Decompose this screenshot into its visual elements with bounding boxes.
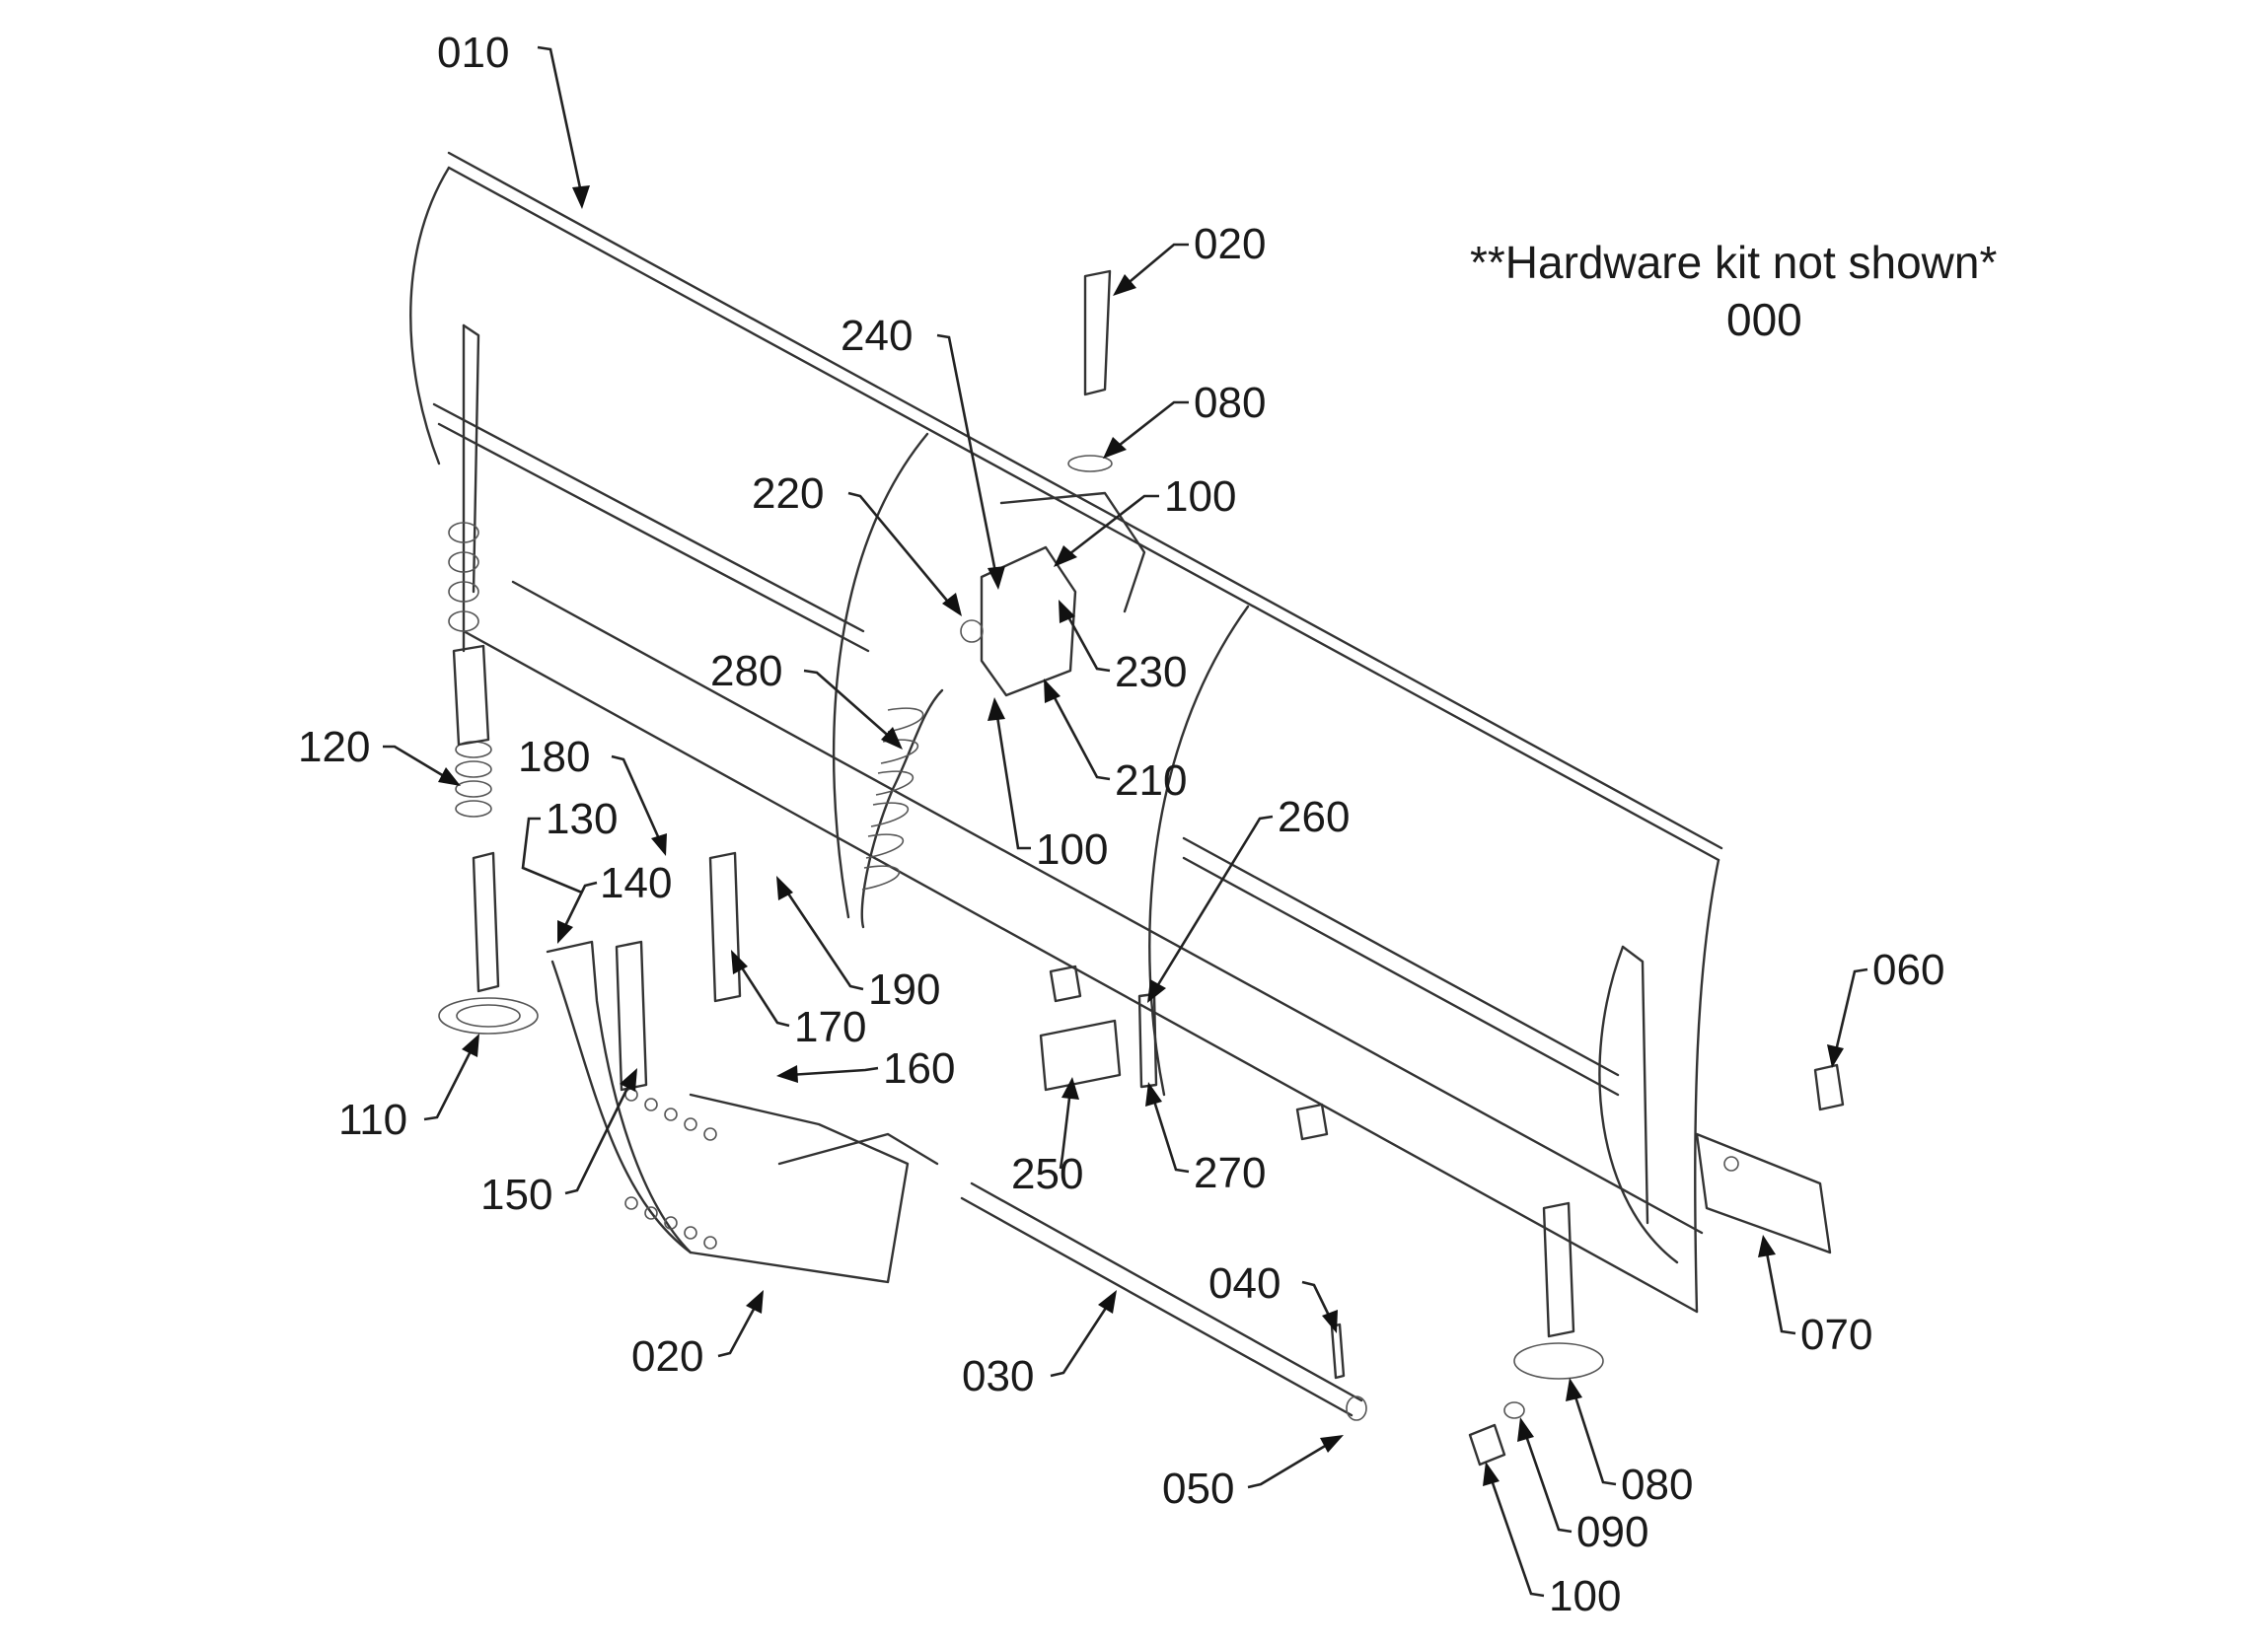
callout-190: 190: [868, 966, 940, 1014]
callout-280: 280: [710, 647, 782, 695]
callout-180: 180: [518, 733, 590, 781]
callout-020-top: 020: [1194, 220, 1266, 268]
hardware-note-line2: 000: [1726, 294, 1802, 345]
callout-100-bottom: 100: [1549, 1572, 1621, 1620]
callout-labels: 010 020 080 240 220 100 230 280 210 100 …: [298, 29, 1944, 1620]
callout-020-bottom: 020: [631, 1332, 703, 1381]
callout-230: 230: [1115, 648, 1187, 696]
hardware-note-line1: **Hardware kit not shown*: [1470, 237, 1997, 288]
plow-blade: [409, 151, 1845, 1467]
callout-090: 090: [1576, 1508, 1648, 1556]
callout-070: 070: [1800, 1311, 1872, 1359]
callout-150: 150: [480, 1171, 552, 1219]
callout-170: 170: [794, 1003, 866, 1051]
callout-040: 040: [1208, 1259, 1280, 1308]
callout-060: 060: [1872, 946, 1944, 994]
callout-080-top: 080: [1194, 379, 1266, 427]
callout-100-top: 100: [1164, 472, 1236, 521]
callout-140: 140: [600, 859, 672, 907]
callout-130: 130: [546, 795, 618, 843]
callout-260: 260: [1278, 793, 1350, 841]
callout-160: 160: [883, 1044, 955, 1093]
callout-080-bottom: 080: [1621, 1461, 1693, 1509]
callout-240: 240: [841, 312, 913, 360]
callout-220: 220: [752, 469, 824, 518]
callout-210: 210: [1115, 756, 1187, 805]
callout-110: 110: [338, 1096, 407, 1144]
callout-100-mid: 100: [1036, 825, 1108, 874]
callout-120: 120: [298, 723, 370, 771]
callout-030: 030: [962, 1352, 1034, 1400]
callout-270: 270: [1194, 1149, 1266, 1197]
callout-250: 250: [1011, 1150, 1083, 1198]
leader-lines: [383, 45, 1868, 1598]
callout-050: 050: [1162, 1465, 1234, 1513]
callout-010: 010: [437, 29, 509, 77]
